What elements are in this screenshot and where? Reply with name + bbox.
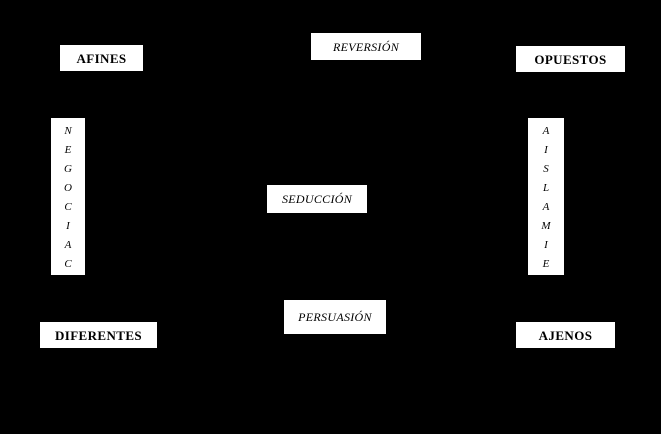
vertical-letter: C bbox=[64, 201, 72, 213]
label-box-afines: AFINES bbox=[60, 45, 143, 71]
vertical-letter: O bbox=[542, 315, 550, 327]
label-box-seduccion: SEDUCCIÓN bbox=[267, 185, 367, 213]
label-box-persuasion: PERSUASIÓN bbox=[284, 300, 386, 334]
label-text-persuasion: PERSUASIÓN bbox=[298, 310, 372, 324]
vertical-letter: I bbox=[544, 239, 548, 251]
label-box-negociacion: N E G O C I A C I Ó N bbox=[51, 118, 85, 327]
vertical-letter: A bbox=[542, 201, 550, 213]
vertical-letter: N bbox=[64, 315, 72, 327]
label-text-diferentes: DIFERENTES bbox=[54, 327, 143, 343]
vertical-letter: E bbox=[64, 144, 72, 156]
vertical-letter: S bbox=[543, 163, 549, 175]
vertical-letter: N bbox=[64, 125, 72, 137]
vertical-letter: E bbox=[542, 258, 550, 270]
vertical-letter: M bbox=[541, 220, 551, 232]
label-text-reversion: REVERSIÓN bbox=[332, 39, 400, 54]
label-box-reversion: REVERSIÓN bbox=[311, 33, 421, 60]
vertical-letter: O bbox=[64, 182, 72, 194]
label-box-ajenos: AJENOS bbox=[516, 322, 615, 348]
label-box-aislamiento: A I S L A M I E N T O bbox=[528, 118, 564, 327]
vertical-letter: T bbox=[542, 296, 550, 308]
vertical-letter: I bbox=[66, 220, 70, 232]
vertical-letter: L bbox=[542, 182, 550, 194]
vertical-letter: N bbox=[542, 277, 550, 289]
label-text-afines: AFINES bbox=[76, 50, 127, 66]
vertical-letter: Ó bbox=[64, 296, 72, 308]
vertical-letter: A bbox=[64, 239, 72, 251]
vertical-letter: I bbox=[544, 144, 548, 156]
label-text-opuestos: OPUESTOS bbox=[534, 51, 607, 67]
vertical-letter: C bbox=[64, 258, 72, 270]
label-box-opuestos: OPUESTOS bbox=[516, 46, 625, 72]
vertical-letter: A bbox=[542, 125, 550, 137]
label-box-diferentes: DIFERENTES bbox=[40, 322, 157, 348]
vertical-letter: G bbox=[64, 163, 72, 175]
label-text-ajenos: AJENOS bbox=[538, 327, 593, 343]
label-text-seduccion: SEDUCCIÓN bbox=[281, 192, 353, 206]
vertical-letter: I bbox=[66, 277, 70, 289]
